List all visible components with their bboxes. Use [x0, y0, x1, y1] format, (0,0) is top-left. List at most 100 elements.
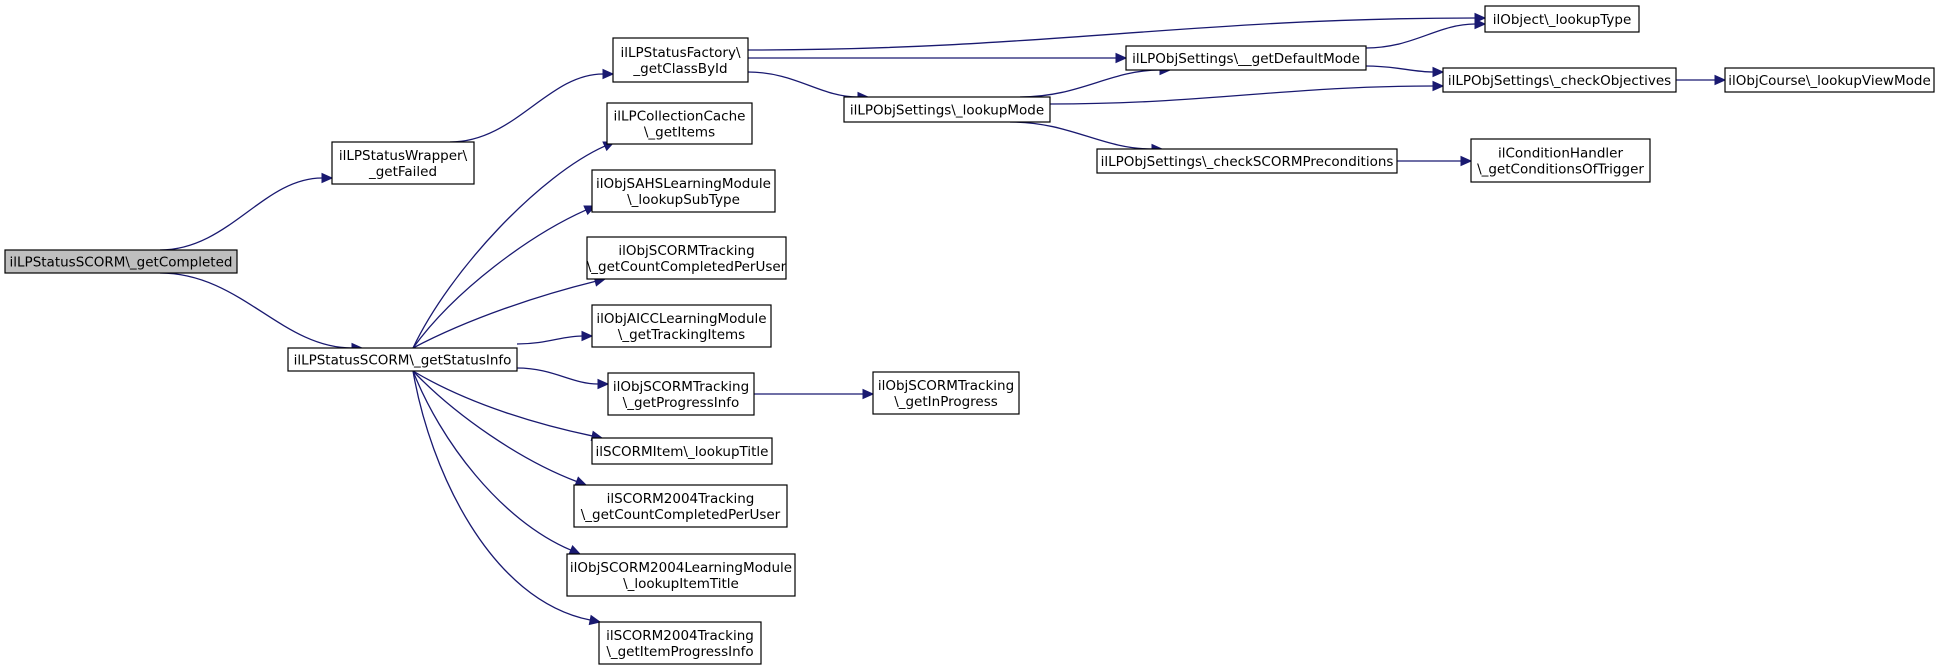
graph-node-conditionsOfTrigger[interactable]: ilConditionHandler\_getConditionsOfTrigg…	[1470, 138, 1651, 183]
edge-getStatusInfo-to-sahs_lookupSubType	[412, 205, 597, 349]
node-label: ilLPStatusFactory\	[620, 45, 740, 61]
edge-getClassById-to-getDefaultMode	[748, 52, 1128, 64]
edge-line	[159, 177, 323, 251]
node-label: ilLPObjSettings\_checkObjectives	[1448, 73, 1671, 89]
graph-node-getStatusInfo[interactable]: ilLPStatusSCORM\_getStatusInfo	[287, 347, 518, 372]
node-label: \_getConditionsOfTrigger	[1477, 162, 1644, 178]
node-box	[586, 236, 787, 280]
node-label: \_getItemProgressInfo	[606, 644, 753, 660]
node-label: ilObjSCORMTracking	[613, 379, 749, 395]
arrowhead	[862, 388, 875, 400]
edge-checkSCORMPreconditions-to-conditionsOfTrigger	[1397, 155, 1473, 167]
edge-getClassById-to-lookupType	[747, 12, 1487, 51]
node-label: ilLPCollectionCache	[614, 109, 746, 125]
edge-getFailed-to-getClassById	[449, 68, 615, 143]
node-label: \_getTrackingItems	[618, 327, 745, 343]
graph-node-lookupMode[interactable]: ilLPObjSettings\_lookupMode	[843, 96, 1051, 123]
node-label: \_getItems	[644, 125, 715, 141]
node-label: ilObjSCORMTracking	[618, 243, 754, 259]
edge-getStatusInfo-to-aicc_getTrackingItems	[516, 330, 594, 345]
node-label: ilObject\_lookupType	[1493, 12, 1632, 28]
node-box	[872, 371, 1020, 415]
arrowhead	[602, 68, 615, 80]
edge-getDefaultMode-to-checkObjectives	[1365, 65, 1445, 78]
edge-line	[516, 335, 583, 345]
edge-line	[412, 209, 587, 349]
node-box	[1125, 45, 1367, 71]
graph-node-s2004tr-itemProgressInfo[interactable]: ilSCORM2004Tracking\_getItemProgressInfo	[598, 621, 762, 665]
edge-line	[449, 73, 604, 143]
node-label: \_lookupSubType	[627, 192, 740, 208]
node-label: ilObjSCORM2004LearningModule	[570, 560, 792, 576]
node-box	[4, 249, 238, 274]
node-label: ilObjSCORMTracking	[878, 378, 1014, 394]
node-label: ilLPObjSettings\__getDefaultMode	[1132, 51, 1360, 67]
graph-node-s2004lm-lookupItemTitle[interactable]: ilObjSCORM2004LearningModule\_lookupItem…	[566, 553, 796, 597]
graph-node-scormtr-countCompleted[interactable]: ilObjSCORMTracking\_getCountCompletedPer…	[586, 236, 787, 280]
graph-node-lookupType[interactable]: ilObject\_lookupType	[1484, 5, 1640, 33]
node-label: ilObjSAHSLearningModule	[596, 176, 771, 192]
edge-line	[412, 370, 572, 551]
node-label: _getFailed	[368, 164, 437, 180]
graph-node-lpcc-getItems[interactable]: ilLPCollectionCache\_getItems	[606, 102, 753, 145]
arrowhead	[1115, 52, 1128, 64]
node-box	[1724, 67, 1935, 93]
arrowhead	[1714, 74, 1727, 86]
edge-line	[412, 280, 596, 349]
graph-node-scormitem-lookupTitle[interactable]: ilSCORMItem\_lookupTitle	[591, 437, 773, 465]
graph-node-checkObjectives[interactable]: ilLPObjSettings\_checkObjectives	[1442, 67, 1677, 93]
edge-line	[159, 272, 353, 349]
edge-line	[747, 71, 859, 98]
graph-node-sahs-lookupSubType[interactable]: ilObjSAHSLearningModule\_lookupSubType	[591, 169, 776, 213]
graph-node-getFailed[interactable]: ilLPStatusWrapper\_getFailed	[331, 141, 475, 185]
node-box	[566, 553, 796, 597]
graph-node-aicc-getTrackingItems[interactable]: ilObjAICCLearningModule\_getTrackingItem…	[591, 304, 772, 348]
graph-node-s2004tr-countCompleted[interactable]: ilSCORM2004Tracking\_getCountCompletedPe…	[573, 484, 788, 528]
node-box	[606, 102, 753, 145]
edge-getStatusInfo-to-s2004lm_lookupItemTitle	[412, 370, 582, 555]
arrowhead	[568, 545, 582, 555]
arrowhead	[597, 378, 610, 390]
edge-getCompleted-to-getStatusInfo	[159, 272, 364, 354]
node-label: ilSCORM2004Tracking	[606, 628, 754, 644]
edge-line	[412, 370, 591, 621]
arrowhead	[1460, 155, 1473, 167]
edge-getDefaultMode-to-lookupType	[1365, 18, 1487, 49]
node-label: ilLPStatusWrapper\	[339, 148, 468, 164]
node-box	[607, 372, 755, 416]
node-label: ilSCORMItem\_lookupTitle	[596, 444, 769, 460]
graph-node-scormtr-inProgress[interactable]: ilObjSCORMTracking\_getInProgress	[872, 371, 1020, 415]
arrowhead	[581, 330, 594, 342]
graph-node-checkSCORMPreconditions[interactable]: ilLPObjSettings\_checkSCORMPreconditions	[1096, 148, 1398, 174]
node-label: \_getProgressInfo	[623, 395, 740, 411]
node-box	[591, 437, 773, 465]
node-label: \_getCountCompletedPerUser	[581, 507, 781, 523]
edge-getStatusInfo-to-scormitem_lookupTitle	[412, 370, 604, 442]
graph-node-getDefaultMode[interactable]: ilLPObjSettings\__getDefaultMode	[1125, 45, 1367, 71]
node-label: ilLPObjSettings\_lookupMode	[850, 103, 1044, 119]
node-label: _getClassById	[632, 61, 727, 77]
graph-node-lookupViewMode[interactable]: ilObjCourse\_lookupViewMode	[1724, 67, 1935, 93]
node-label: \_getInProgress	[894, 394, 998, 410]
edge-line	[516, 367, 599, 385]
graph-node-scormtr-progressInfo[interactable]: ilObjSCORMTracking\_getProgressInfo	[607, 372, 755, 416]
node-box	[598, 621, 762, 665]
edge-line	[412, 370, 593, 437]
graph-node-getClassById[interactable]: ilLPStatusFactory\_getClassById	[612, 37, 749, 83]
node-label: \_getCountCompletedPerUser	[587, 259, 787, 275]
edge-getCompleted-to-getFailed	[159, 172, 334, 251]
arrowhead	[1432, 80, 1445, 92]
node-box	[1442, 67, 1677, 93]
node-label: ilObjCourse\_lookupViewMode	[1728, 73, 1931, 89]
arrowhead	[588, 614, 602, 626]
node-label: \_lookupItemTitle	[623, 576, 739, 592]
edge-line	[412, 145, 606, 349]
arrowhead	[1474, 18, 1487, 30]
node-box	[591, 304, 772, 348]
node-box	[612, 37, 749, 83]
node-box	[1096, 148, 1398, 174]
graph-node-getCompleted[interactable]: ilLPStatusSCORM\_getCompleted	[4, 249, 238, 274]
edge-getStatusInfo-to-scormtr_progressInfo	[516, 367, 610, 390]
edge-getStatusInfo-to-scormtr_countCompleted	[412, 276, 607, 349]
